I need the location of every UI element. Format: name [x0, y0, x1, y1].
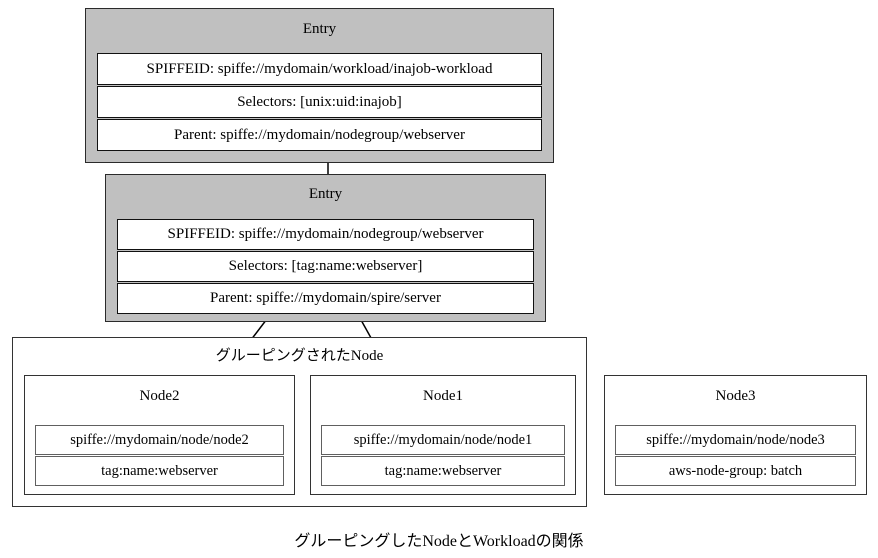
- node3-row-spiffeid: spiffe://mydomain/node/node3: [615, 425, 856, 455]
- node-card-node3-title: Node3: [715, 388, 756, 404]
- entry2-row-selectors: Selectors: [tag:name:webserver]: [117, 251, 534, 282]
- entry2-row-spiffeid: SPIFFEID: spiffe://mydomain/nodegroup/we…: [117, 219, 534, 250]
- entry-row-selectors: Selectors: [unix:uid:inajob]: [97, 86, 542, 118]
- node2-row-spiffeid: spiffe://mydomain/node/node2: [35, 425, 284, 455]
- entry-row-parent: Parent: spiffe://mydomain/nodegroup/webs…: [97, 119, 542, 151]
- node-card-node1-title: Node1: [423, 388, 463, 404]
- node-card-node2-title: Node2: [139, 388, 180, 404]
- entry2-row-parent: Parent: spiffe://mydomain/spire/server: [117, 283, 534, 314]
- diagram-caption: グルーピングしたNodeとWorkloadの関係: [294, 533, 584, 550]
- node2-row-selector: tag:name:webserver: [35, 456, 284, 486]
- entry-row-spiffeid: SPIFFEID: spiffe://mydomain/workload/ina…: [97, 53, 542, 85]
- node1-row-selector: tag:name:webserver: [321, 456, 565, 486]
- node1-row-spiffeid: spiffe://mydomain/node/node1: [321, 425, 565, 455]
- entry-cluster-workload-title: Entry: [302, 21, 337, 37]
- node3-row-selector: aws-node-group: batch: [615, 456, 856, 486]
- grouped-node-container-title: グルーピングされたNode: [215, 348, 384, 364]
- entry-cluster-nodegroup-title: Entry: [308, 186, 343, 202]
